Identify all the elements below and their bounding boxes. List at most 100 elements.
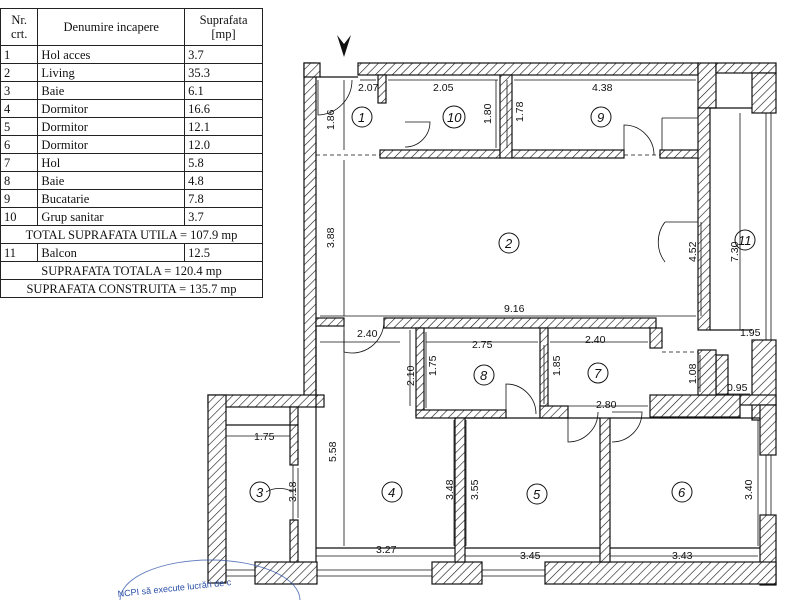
wall-kitchen-south xyxy=(511,149,625,159)
dim-3-55: 3.55 xyxy=(469,479,481,500)
door-room6 xyxy=(611,411,643,443)
wall-living-corner xyxy=(697,349,717,396)
wall-wc-south xyxy=(379,149,501,159)
room-area-table: Nr. crt. Denumire incapere Suprafata [mp… xyxy=(0,8,263,298)
wall-living-south-1 xyxy=(315,317,345,327)
wall-south-2 xyxy=(431,561,483,585)
room-name: Dormitor xyxy=(37,117,186,136)
room-label-2: 2 xyxy=(504,236,513,251)
header-nr: Nr. crt. xyxy=(0,8,39,46)
dimension-lines xyxy=(226,79,759,557)
dim-2-10: 2.10 xyxy=(405,365,417,386)
door-kitchen-balcony xyxy=(661,117,698,150)
wall-kitchen-south-east xyxy=(659,149,703,159)
dim-0-95: 0.95 xyxy=(727,382,748,394)
wall-wc-kitchen xyxy=(499,74,513,159)
wall-hol7-south-1 xyxy=(539,405,569,419)
dim-2-07: 2.07 xyxy=(358,82,379,94)
room-name: Balcon xyxy=(37,243,186,262)
interior-walls xyxy=(289,74,741,563)
room-label-9: 9 xyxy=(597,110,604,125)
dim-1-78: 1.78 xyxy=(514,101,526,122)
wall-south-3 xyxy=(544,561,777,585)
wall-bath8-west xyxy=(415,327,425,417)
wall-north xyxy=(357,62,699,76)
wall-hol-wc xyxy=(377,74,387,104)
room-label-11: 11 xyxy=(738,233,752,248)
door-entrance xyxy=(317,79,353,116)
wall-south-1 xyxy=(254,561,318,585)
room-label-1: 1 xyxy=(358,110,365,125)
wall-bath3-east-top xyxy=(289,406,299,466)
door-bath3 xyxy=(265,465,294,520)
wall-room4-room5 xyxy=(454,417,466,563)
room-nr: 11 xyxy=(0,243,39,262)
dim-1-85: 1.85 xyxy=(551,355,563,376)
wall-hol7-east xyxy=(649,327,663,349)
dim-1-75-v: 1.75 xyxy=(427,355,439,376)
north-arrow-icon xyxy=(337,35,351,57)
doors xyxy=(265,79,698,520)
dim-9-16: 9.16 xyxy=(504,303,525,315)
door-kitchen xyxy=(623,124,655,156)
dim-2-40-b: 2.40 xyxy=(585,334,606,346)
constructed-row: SUPRAFATA CONSTRUITA = 135.7 mp xyxy=(0,279,263,298)
wall-room5-room6 xyxy=(599,417,611,563)
wall-living-balcony xyxy=(697,107,711,331)
constructed-area: SUPRAFATA CONSTRUITA = 135.7 mp xyxy=(0,279,263,298)
dim-3-88: 3.88 xyxy=(325,227,337,248)
room-area: 12.1 xyxy=(184,117,263,136)
wall-nw-corner xyxy=(303,62,321,78)
room-outlines xyxy=(226,76,760,562)
wall-living-south-2 xyxy=(383,317,657,329)
wall-balcony-east-top xyxy=(751,72,777,114)
room-area: 12.5 xyxy=(184,243,263,262)
dim-1-80: 1.80 xyxy=(482,103,494,124)
wall-bath3-east-bottom xyxy=(289,519,299,563)
room-label-4: 4 xyxy=(388,485,395,500)
room-label-5: 5 xyxy=(533,487,541,502)
dim-2-75: 2.75 xyxy=(472,339,493,351)
wall-bath8-south xyxy=(415,409,507,419)
room-label-10: 10 xyxy=(447,110,462,125)
total-utila: TOTAL SUPRAFATA UTILA = 107.9 mp xyxy=(0,225,263,244)
wall-balcony-north xyxy=(715,62,777,74)
door-room5 xyxy=(567,411,599,443)
wall-hol7-south-2 xyxy=(649,394,741,418)
dim-1-86: 1.86 xyxy=(325,109,337,130)
stamp-text: NCPI să execute lucrări de c xyxy=(117,577,232,599)
room-label-8: 8 xyxy=(480,368,488,383)
door-wc xyxy=(404,121,431,148)
door-bath8 xyxy=(505,383,537,415)
dim-4-38: 4.38 xyxy=(592,82,613,94)
dim-3-48: 3.48 xyxy=(444,479,456,500)
room-label-6: 6 xyxy=(678,485,686,500)
dim-2-80: 2.80 xyxy=(596,399,617,411)
dim-3-18: 3.18 xyxy=(287,481,299,502)
dim-3-40: 3.40 xyxy=(743,479,755,500)
south-windows xyxy=(226,569,545,577)
dim-1-95: 1.95 xyxy=(740,327,761,339)
room-label-3: 3 xyxy=(256,485,264,500)
total-utila-row: TOTAL SUPRAFATA UTILA = 107.9 mp xyxy=(0,225,263,244)
wall-west-lower xyxy=(207,394,227,584)
header-area: Suprafata [mp] xyxy=(184,8,263,46)
dim-2-40-a: 2.40 xyxy=(357,328,378,340)
dim-3-27: 3.27 xyxy=(376,544,397,556)
wall-balcony-south xyxy=(739,394,777,406)
room-nr: 10 xyxy=(0,207,39,226)
dim-1-08: 1.08 xyxy=(687,363,699,384)
door-room4 xyxy=(343,321,385,354)
dim-3-45: 3.45 xyxy=(520,550,541,562)
exterior-walls xyxy=(207,62,777,586)
header-name: Denumire incapere xyxy=(37,8,186,46)
room-area: 3.7 xyxy=(184,207,263,226)
door-living-balcony xyxy=(657,221,698,263)
wall-west-upper xyxy=(303,62,317,399)
wall-ne-pier xyxy=(697,62,717,109)
